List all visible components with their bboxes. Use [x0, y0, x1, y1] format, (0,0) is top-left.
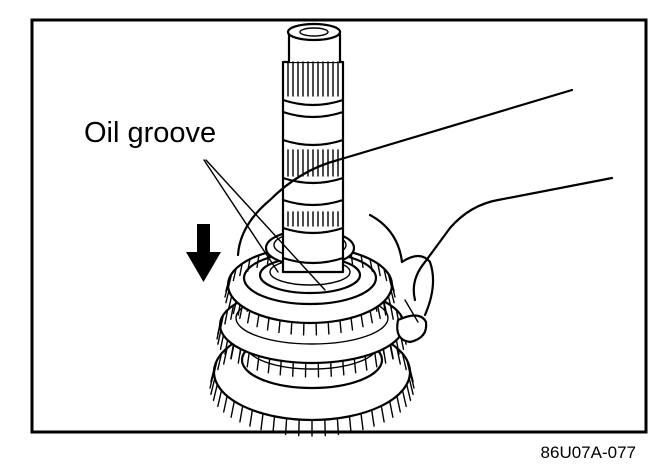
gear-tooth	[291, 322, 292, 334]
gear-tooth	[231, 401, 234, 417]
gear-tooth	[293, 362, 294, 376]
figure-code: 86U07A-077	[541, 443, 636, 462]
gear-tooth	[280, 361, 281, 375]
gear-tooth	[325, 420, 326, 436]
gear-tooth	[240, 406, 243, 422]
gear-tooth	[286, 418, 287, 434]
gear-tooth	[214, 384, 218, 400]
gear-tooth	[218, 390, 222, 406]
gear-tooth	[250, 410, 252, 426]
gear-tooth	[361, 414, 363, 430]
gear-tooth	[261, 414, 263, 430]
gear-tooth	[350, 416, 352, 432]
gear-tooth	[397, 396, 400, 412]
gear-tooth	[299, 420, 300, 436]
gear-tooth	[328, 322, 329, 334]
gear-tooth	[343, 361, 344, 375]
down-arrow-icon	[186, 224, 221, 282]
gear-tooth	[224, 396, 227, 412]
gear-tooth	[390, 401, 393, 417]
gear-tooth	[381, 406, 384, 422]
gear-tooth	[221, 335, 224, 349]
main-shaft	[283, 24, 343, 272]
gear-tooth	[403, 390, 407, 406]
gear-tooth	[273, 416, 275, 432]
gear-tooth	[372, 410, 374, 426]
gear-tooth	[331, 362, 332, 376]
oil-groove-label: Oil groove	[84, 117, 216, 149]
gear-tooth	[407, 384, 411, 400]
gear-tooth	[337, 418, 338, 434]
